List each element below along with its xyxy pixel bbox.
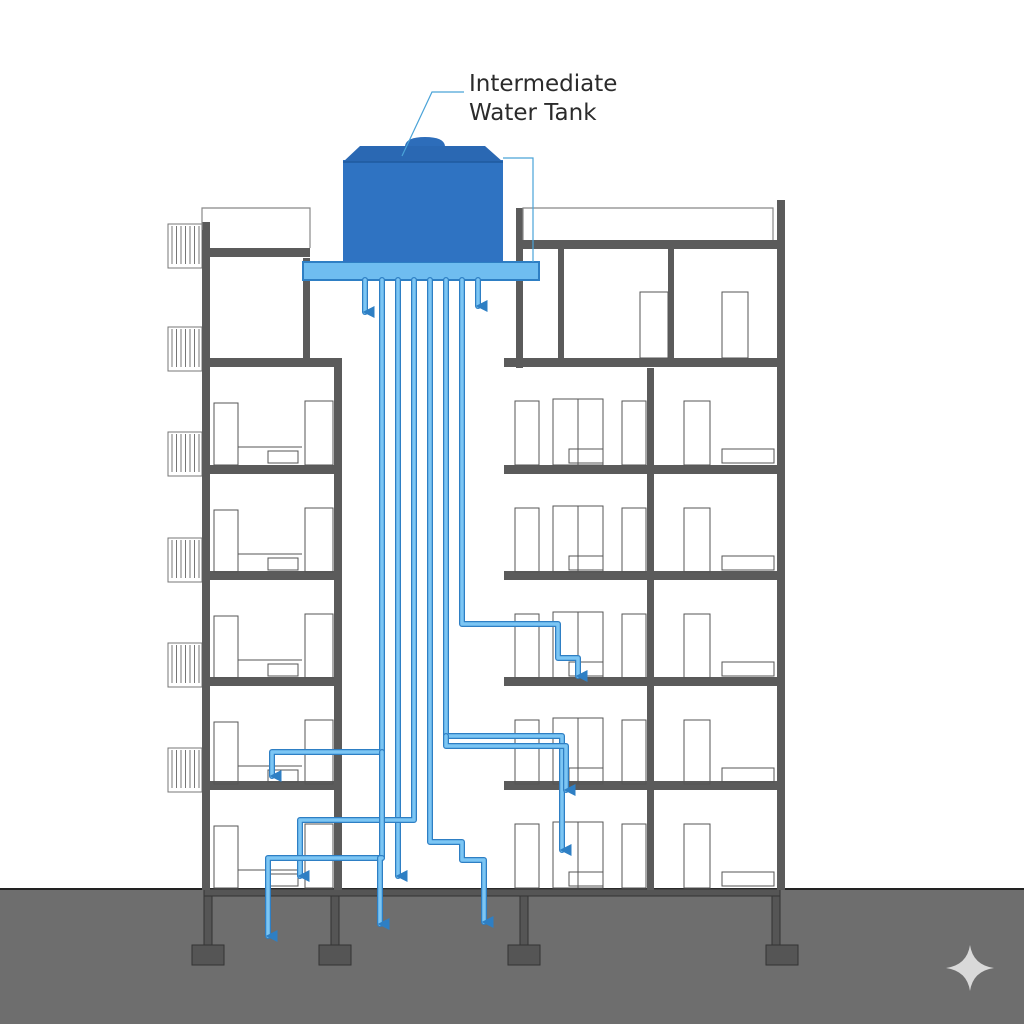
door [304, 400, 334, 466]
floor-slab-left [202, 677, 342, 686]
sofa [721, 555, 775, 571]
table [267, 450, 299, 464]
table [267, 557, 299, 571]
top-floor-doors [639, 291, 749, 359]
door [213, 615, 239, 679]
door [621, 400, 647, 466]
door [683, 400, 711, 466]
tank-platform [302, 261, 540, 281]
parapets [201, 207, 774, 248]
floor-slab-left [202, 465, 342, 474]
foundation [191, 888, 799, 966]
pipe [269, 277, 385, 779]
door [213, 402, 239, 466]
balcony [167, 223, 203, 269]
table [568, 555, 604, 571]
door [683, 719, 711, 785]
door [621, 613, 647, 679]
table [568, 767, 604, 783]
door [213, 825, 239, 889]
pipe [427, 277, 487, 925]
intermediate-water-tank [343, 137, 503, 262]
tank-callout-label: Intermediate Water Tank [469, 70, 617, 128]
floor-slab-right [504, 465, 784, 474]
floor-slab-right [504, 677, 784, 686]
door [213, 721, 239, 785]
callout-line-2: Water Tank [469, 100, 597, 126]
floor-slab-left [202, 781, 342, 790]
door [683, 613, 711, 679]
floor-slabs [202, 465, 784, 790]
table [568, 871, 604, 887]
balcony [167, 747, 203, 793]
balconies [167, 223, 203, 793]
door [621, 507, 647, 573]
door [514, 823, 540, 889]
door [304, 507, 334, 573]
balcony [167, 642, 203, 688]
door [683, 507, 711, 573]
sofa [721, 767, 775, 783]
callout-line-1: Intermediate [469, 71, 618, 97]
door [514, 613, 540, 679]
floor-slab-left [202, 571, 342, 580]
sofa [721, 661, 775, 677]
door [514, 719, 540, 785]
table [568, 448, 604, 464]
callout-leader [401, 91, 534, 262]
floor-slab-right [504, 781, 784, 790]
door [514, 507, 540, 573]
door [621, 719, 647, 785]
table [568, 661, 604, 677]
sofa [721, 871, 775, 887]
balcony [167, 326, 203, 372]
door [621, 823, 647, 889]
door [213, 509, 239, 573]
door [514, 400, 540, 466]
table [267, 873, 299, 887]
water-pipes [265, 277, 588, 942]
floor-slab-right [504, 571, 784, 580]
balcony [167, 537, 203, 583]
sofa [721, 448, 775, 464]
building-structure [202, 200, 785, 890]
door [304, 613, 334, 679]
sparkle-icon [946, 945, 994, 991]
door [683, 823, 711, 889]
table [267, 769, 299, 783]
balcony [167, 431, 203, 477]
table [267, 663, 299, 677]
